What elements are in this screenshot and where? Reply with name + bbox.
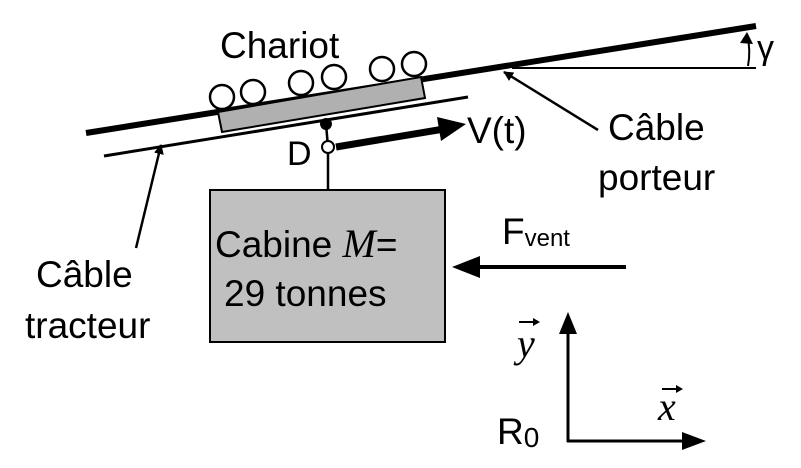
carrier-cable-label-line2: porteur	[598, 157, 715, 198]
wheel	[287, 69, 315, 97]
wheel	[239, 78, 267, 106]
velocity-label: V(t)	[467, 110, 527, 151]
point-d-label: D	[287, 135, 312, 173]
wheel	[368, 55, 396, 83]
wheel	[320, 63, 348, 91]
y-vector-bar-head	[533, 318, 540, 326]
x-vector-bar-head	[676, 385, 683, 393]
carrier-cable-pointer	[503, 70, 599, 132]
x-axis-arrow-head	[682, 432, 706, 450]
wheel	[208, 83, 236, 111]
y-axis-label: y	[513, 321, 535, 366]
cabin-label-line1: Cabine M=	[215, 221, 397, 266]
x-axis-label: x	[657, 384, 676, 429]
wind-force-arrow-head	[452, 256, 480, 278]
tractor-cable	[103, 95, 469, 158]
velocity-arrow	[335, 125, 445, 151]
tractor-cable-pointer	[134, 144, 164, 249]
gamma-label: γ	[757, 29, 774, 67]
tractor-cable-label-line1: Câble	[36, 254, 133, 295]
velocity-arrow-head	[437, 117, 466, 141]
chariot-wheels	[208, 50, 428, 111]
chariot-body	[216, 75, 427, 134]
wind-force-label: Fvent	[502, 211, 570, 252]
mass-symbol: M	[342, 221, 379, 266]
chariot-label: Chariot	[220, 25, 340, 66]
y-axis-arrow-head	[559, 312, 577, 334]
carrier-cable-label-line1: Câble	[608, 107, 705, 148]
point-d-joint	[321, 140, 335, 154]
wheel	[400, 50, 428, 78]
cabin-box	[209, 189, 446, 343]
gamma-arrow-head	[740, 32, 753, 44]
frame-label: R0	[497, 411, 539, 453]
tractor-cable-label-line2: tracteur	[25, 305, 150, 346]
cabin-label-line2: 29 tonnes	[224, 273, 387, 314]
